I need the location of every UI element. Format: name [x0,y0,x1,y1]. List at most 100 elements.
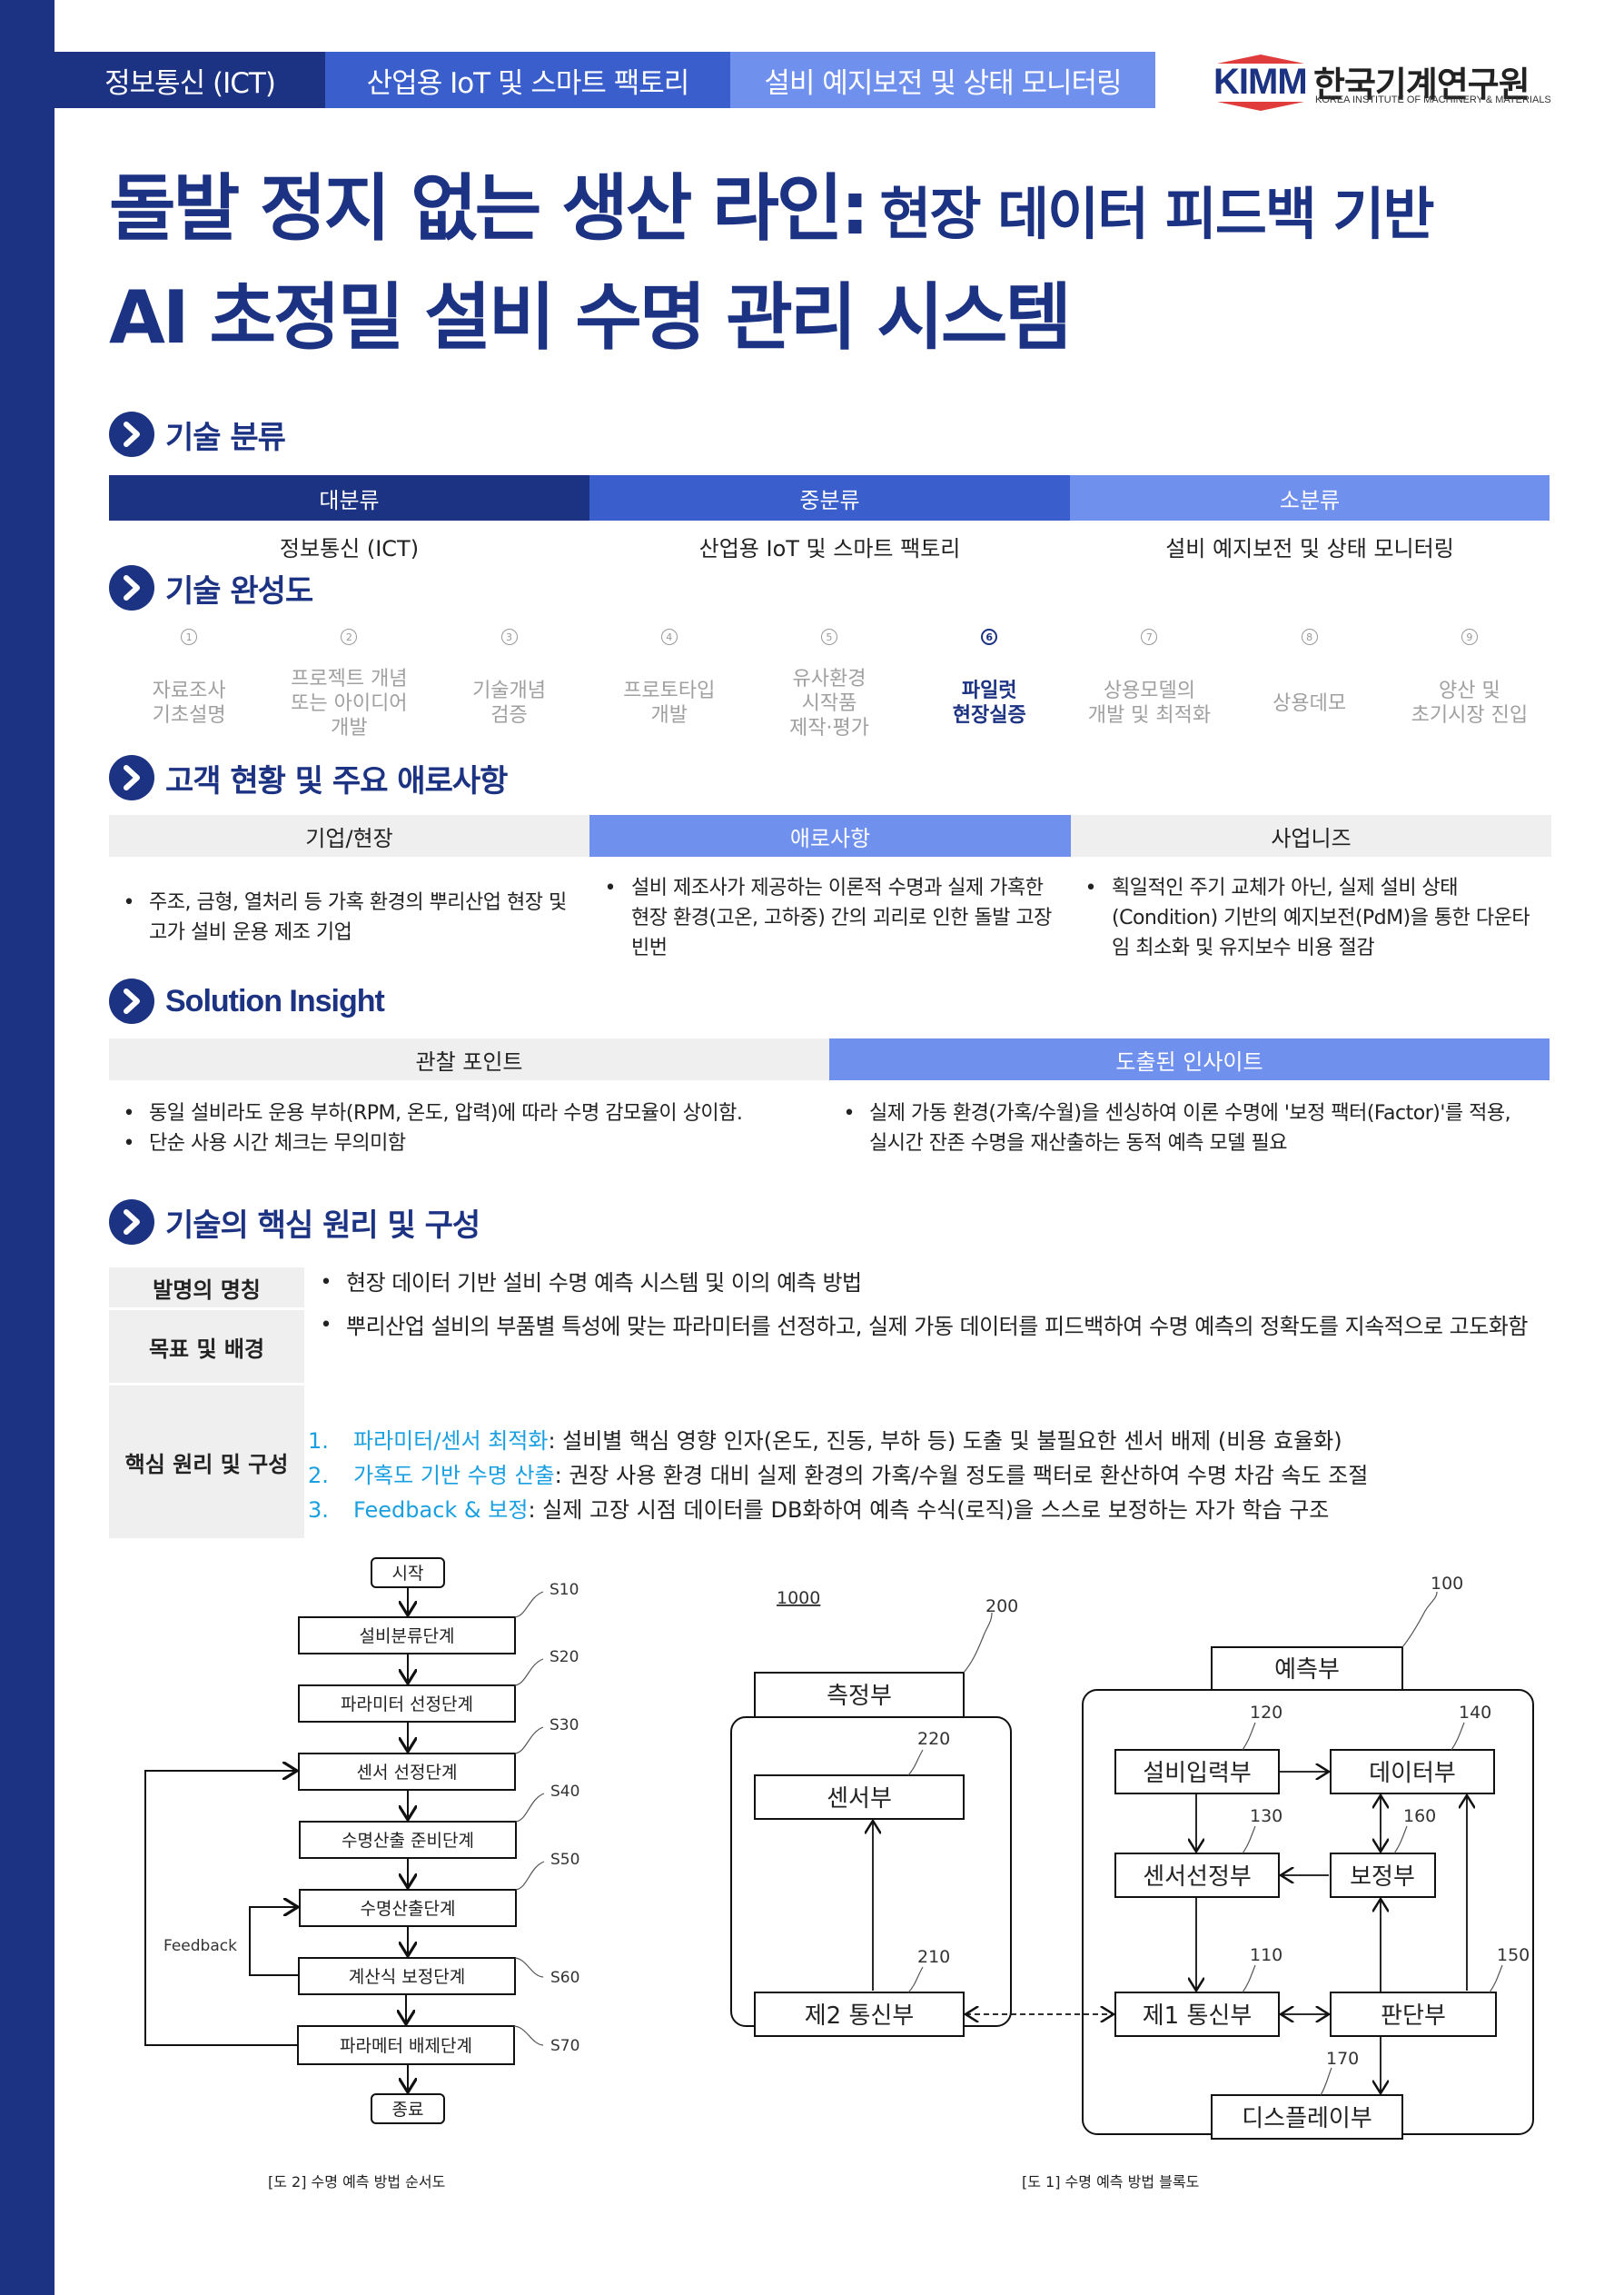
observation-item: •동일 설비라도 운용 부하(RPM, 온도, 압력)에 따라 수명 감모율이 … [109,1098,829,1128]
ref-number: 220 [917,1729,950,1749]
maturity-step: 8 상용데모 [1230,627,1390,749]
ref-number: 140 [1459,1703,1491,1723]
section-title: 고객 현황 및 주요 애로사항 [165,762,508,800]
block-unit: 데이터부 [1369,1760,1456,1787]
tab-middle-category: 산업용 IoT 및 스마트 팩토리 [325,52,730,108]
measure-unit-title: 측정부 [827,1683,892,1710]
observation-item: •단순 사용 시간 체크는 무의미함 [109,1128,829,1158]
page-title: 돌발 정지 없는 생산 라인: 현장 데이터 피드백 기반 AI 초정밀 설비 … [109,150,1599,368]
bullet: • [320,1314,332,1336]
chevron-right-icon [109,755,154,800]
classification-value-major: 정보통신 (ICT) [279,535,420,561]
block-sensor: 센서부 [827,1785,892,1813]
flow-end: 종료 [392,2100,424,2120]
customer-header-painpoint: 애로사항 [589,815,1071,857]
step-number: 6 [981,629,998,645]
step-label: 유사환경 시작품 제작·평가 [789,667,869,740]
ref-number: 160 [1403,1806,1436,1826]
title-line1-sub: 현장 데이터 피드백 기반 [879,181,1434,247]
block-unit: 설비입력부 [1143,1760,1252,1787]
principle-item: 3.Feedback & 보정: 실제 고장 시점 데이터를 DB화하여 예측 … [306,1493,1562,1527]
bullet: • [320,1271,332,1294]
bullet: • [1084,877,1097,899]
bullet: • [123,1132,135,1155]
tab-major-category: 정보통신 (ICT) [54,52,325,108]
block-unit: 제1 통신부 [1143,2002,1253,2030]
principle-title: 파라미터/센서 최적화 [353,1428,549,1454]
principle-title: 가혹도 기반 수명 산출 [353,1463,555,1488]
left-accent-bar [0,0,54,2295]
step-label: 상용데모 [1272,691,1347,715]
core-label: 목표 및 배경 [109,1310,304,1383]
section-classification-heading: 기술 분류 [109,410,286,459]
flow-step: 설비분류단계 [360,1626,455,1646]
principle-title: Feedback & 보정 [353,1497,529,1523]
chevron-right-icon [109,412,154,457]
step-code: S70 [550,2037,579,2055]
core-label: 핵심 원리 및 구성 [109,1386,304,1538]
core-row-goal: 목표 및 배경 • 뿌리산업 설비의 부품별 특성에 맞는 파라미터를 선정하고… [109,1310,1562,1383]
core-row-invention-name: 발명의 명칭 • 현장 데이터 기반 설비 수명 예측 시스템 및 이의 예측 … [109,1267,1562,1307]
logo-triangle-bottom [1217,102,1304,111]
classification-value-minor: 설비 예지보전 및 상태 모니터링 [1165,535,1454,561]
bullet: • [123,891,135,914]
bullet: • [843,1102,856,1125]
core-text: 현장 데이터 기반 설비 수명 예측 시스템 및 이의 예측 방법 [346,1270,862,1296]
bullet: • [604,877,617,899]
tab-minor-category: 설비 예지보전 및 상태 모니터링 [730,52,1155,108]
core-table: 발명의 명칭 • 현장 데이터 기반 설비 수명 예측 시스템 및 이의 예측 … [109,1267,1562,1541]
section-title: 기술 분류 [165,419,286,456]
block-unit: 판단부 [1381,2002,1446,2030]
customer-table: 기업/현장 애로사항 사업니즈 • 주조, 금형, 열처리 등 가혹 환경의 뿌… [109,815,1551,963]
observation-list: •동일 설비라도 운용 부하(RPM, 온도, 압력)에 따라 수명 감모율이 … [109,1098,829,1158]
chevron-right-icon [109,565,154,611]
step-label: 파일럿 현장실증 [952,680,1026,727]
section-maturity-heading: 기술 완성도 [109,563,313,612]
step-number: 8 [1301,629,1318,645]
step-code: S20 [550,1648,579,1666]
ref-number: 130 [1250,1806,1282,1826]
feedback-label: Feedback [163,1937,237,1955]
classification-header-minor: 소분류 [1070,475,1550,521]
section-customer-heading: 고객 현황 및 주요 애로사항 [109,753,508,802]
system-ref: 1000 [777,1588,820,1608]
insight-header-insight: 도출된 인사이트 [829,1038,1550,1080]
principle-text: : 설비별 핵심 영향 인자(온도, 진동, 부하 등) 도출 및 불필요한 센… [548,1428,1342,1454]
step-label: 프로젝트 개념 또는 아이디어 개발 [291,667,408,740]
principle-item: 1.파라미터/센서 최적화: 설비별 핵심 영향 인자(온도, 진동, 부하 등… [306,1424,1562,1458]
customer-header-needs: 사업니즈 [1071,815,1551,857]
insight-list: •실제 가동 환경(가혹/수월)을 센싱하여 이론 수명에 '보정 팩터(Fac… [829,1098,1550,1158]
step-code: S30 [550,1716,579,1734]
step-label: 자료조사 기초설명 [152,680,226,727]
chevron-right-icon [109,979,154,1024]
step-code: S40 [550,1783,579,1801]
block-unit: 센서선정부 [1143,1863,1252,1891]
step-code: S10 [550,1581,579,1599]
step-number: 1 [181,629,198,645]
flow-step: 파라미터 선정단계 [341,1694,473,1714]
title-line1-main: 돌발 정지 없는 생산 라인: [109,166,869,251]
category-tabs: 정보통신 (ICT) 산업용 IoT 및 스마트 팩토리 설비 예지보전 및 상… [54,52,1155,108]
customer-text: 주조, 금형, 열처리 등 가혹 환경의 뿌리산업 현장 및 고가 설비 운용 … [149,891,567,944]
step-label: 기술개념 검증 [472,680,547,727]
customer-header-company: 기업/현장 [109,815,589,857]
painpoint-text: 설비 제조사가 제공하는 이론적 수명과 실제 가혹한 현장 환경(고온, 고하… [631,877,1052,959]
customer-item: • 주조, 금형, 열처리 등 가혹 환경의 뿌리산업 현장 및 고가 설비 운… [109,873,589,963]
title-line2: AI 초정밀 설비 수명 관리 시스템 [109,275,1072,360]
step-code: S60 [550,1969,579,1987]
classification-table: 대분류 중분류 소분류 정보통신 (ICT) 산업용 IoT 및 스마트 팩토리… [109,475,1550,571]
step-label: 양산 및 초기시장 진입 [1411,680,1529,727]
block-diagram: 측정부 센서부 제2 통신부 예측부 설비입력부 데이터부 센서선정부 보정부 … [730,1574,1534,2140]
flow-step: 수명산출단계 [361,1899,456,1919]
customer-item: • 설비 제조사가 제공하는 이론적 수명과 실제 가혹한 현장 환경(고온, … [589,873,1070,963]
section-title: 기술의 핵심 원리 및 구성 [165,1207,480,1244]
logo-mark: KIMM [1213,62,1308,102]
section-core-heading: 기술의 핵심 원리 및 구성 [109,1197,480,1247]
principles-list: 1.파라미터/센서 최적화: 설비별 핵심 영향 인자(온도, 진동, 부하 등… [304,1386,1562,1538]
